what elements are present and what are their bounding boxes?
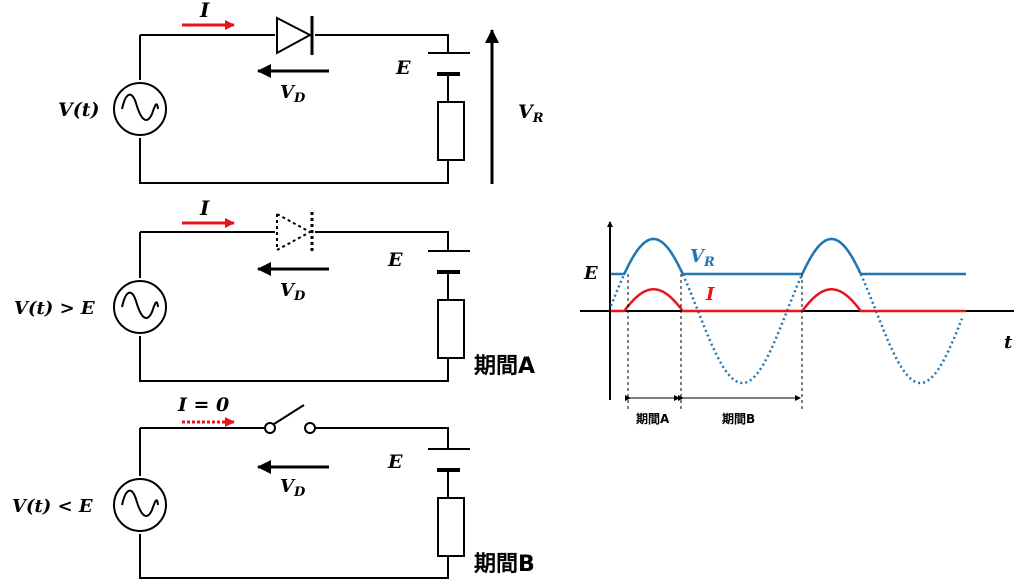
current-label: I — [199, 0, 210, 22]
source-label: V(t) > E — [14, 298, 95, 319]
battery-icon — [428, 448, 470, 472]
diode-dotted-icon — [276, 212, 314, 252]
resistor-voltage-curve — [611, 237, 966, 276]
diode-icon — [276, 16, 314, 55]
battery-label: E — [395, 57, 411, 79]
interval-guides — [627, 274, 803, 412]
source-label: V(t) — [58, 99, 100, 121]
resistor-icon — [437, 497, 465, 557]
switch-open-icon — [264, 404, 316, 434]
resistor-icon — [437, 101, 465, 161]
current-curve-label: I — [705, 284, 715, 305]
battery-icon — [428, 52, 470, 76]
ac-source-icon — [113, 82, 167, 136]
period-label: 期間A — [474, 354, 535, 379]
resistor-icon — [437, 299, 465, 359]
e-level-label: E — [583, 263, 598, 284]
current-curve — [611, 288, 966, 313]
battery-icon — [428, 250, 470, 274]
battery-label: E — [387, 249, 403, 271]
circuit-1-wire — [139, 34, 449, 184]
diode-voltage-label: VD — [280, 82, 306, 106]
waveform-graph: t E VR I 期間A 期間B — [580, 221, 1014, 426]
circuit-3: I = 0 VD V(t) < E E 期間B — [12, 394, 535, 579]
circuit-1: I VD V(t) E VR — [58, 0, 544, 184]
diode-voltage-label: VD — [280, 280, 306, 304]
vr-curve-label: VR — [690, 246, 715, 270]
interval-a-label: 期間A — [636, 411, 670, 426]
current-label: I = 0 — [177, 394, 229, 416]
circuit-2: I VD V(t) > E E 期間A — [14, 196, 535, 382]
battery-label: E — [387, 451, 403, 473]
interval-b-label: 期間B — [722, 411, 755, 426]
source-label: V(t) < E — [12, 496, 93, 517]
circuit-2-wire — [139, 231, 449, 382]
diode-voltage-label: VD — [280, 476, 306, 500]
circuit-3-wire — [139, 427, 449, 579]
ac-source-icon — [113, 478, 167, 532]
current-label: I — [199, 196, 210, 220]
source-voltage-curve — [609, 237, 964, 385]
ac-source-icon — [113, 280, 167, 334]
time-axis-label: t — [1004, 332, 1013, 353]
period-label: 期間B — [474, 552, 535, 577]
resistor-voltage-label: VR — [518, 101, 544, 126]
